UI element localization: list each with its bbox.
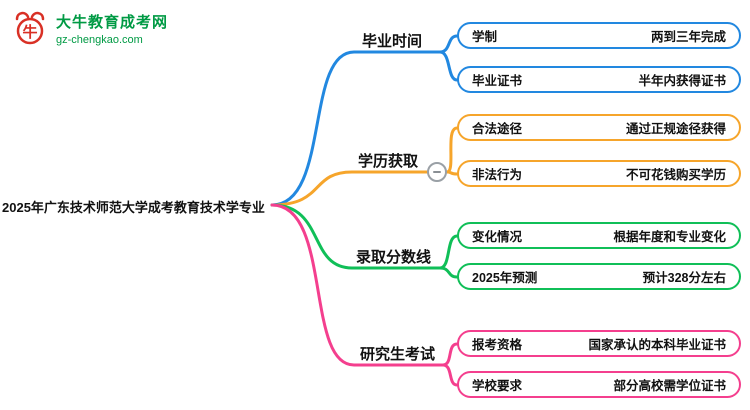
ox-logo-icon: 牛 [15, 11, 45, 45]
leaf-label: 报考资格 [472, 338, 523, 352]
leaf-value: 国家承认的本科毕业证书 [588, 338, 726, 352]
leaf-value: 部分高校需学位证书 [613, 379, 726, 393]
logo-text: 大牛教育成考网 gz-chengkao.com [56, 11, 168, 46]
root-node[interactable]: 2025年广东技术师范大学成考教育技术学专业 [2, 200, 265, 215]
leaf-value: 通过正规途径获得 [625, 122, 726, 136]
leaf-label: 2025年预测 [472, 271, 538, 285]
leaf-node-legal-way[interactable]: 合法途径 通过正规途径获得 [457, 114, 741, 141]
minus-icon [433, 171, 441, 173]
leaf-value: 不可花钱购买学历 [625, 168, 726, 182]
connector-branch-graduation-time [270, 34, 459, 207]
leaf-node-illegal-way[interactable]: 非法行为 不可花钱购买学历 [457, 160, 741, 187]
leaf-node-score-prediction[interactable]: 2025年预测 预计328分左右 [457, 263, 741, 290]
logo-domain: gz-chengkao.com [56, 33, 143, 46]
svg-text:牛: 牛 [22, 23, 37, 41]
collapse-button[interactable] [427, 162, 447, 182]
connector-branch-admission-score [270, 203, 459, 279]
leaf-label: 非法行为 [472, 168, 523, 182]
leaf-node-study-duration[interactable]: 学制 两到三年完成 [457, 22, 741, 49]
leaf-label: 合法途径 [472, 122, 523, 136]
leaf-label: 学制 [472, 30, 498, 44]
leaf-node-score-change[interactable]: 变化情况 根据年度和专业变化 [457, 222, 741, 249]
leaf-value: 两到三年完成 [650, 30, 726, 44]
branch-label-admission-score[interactable]: 录取分数线 [356, 249, 432, 266]
leaf-label: 学校要求 [472, 379, 523, 393]
branch-label-postgraduate-exam[interactable]: 研究生考试 [360, 346, 436, 363]
leaf-label: 毕业证书 [472, 74, 523, 88]
connector-branch-degree-obtain [270, 126, 459, 207]
leaf-node-diploma[interactable]: 毕业证书 半年内获得证书 [457, 66, 741, 93]
branch-label-degree-obtain[interactable]: 学历获取 [358, 153, 419, 170]
leaf-value: 预计328分左右 [642, 271, 726, 285]
logo-title: 大牛教育成考网 [56, 13, 169, 31]
leaf-value: 半年内获得证书 [638, 74, 726, 88]
leaf-node-school-requirement[interactable]: 学校要求 部分高校需学位证书 [457, 371, 741, 398]
leaf-label: 变化情况 [472, 230, 523, 244]
leaf-value: 根据年度和专业变化 [613, 230, 726, 244]
connector-branch-postgraduate-exam [270, 203, 459, 387]
leaf-node-apply-qualification[interactable]: 报考资格 国家承认的本科毕业证书 [457, 330, 741, 357]
branch-label-graduation-time[interactable]: 毕业时间 [362, 33, 423, 50]
site-logo[interactable]: 牛 大牛教育成考网 gz-chengkao.com [10, 8, 168, 48]
